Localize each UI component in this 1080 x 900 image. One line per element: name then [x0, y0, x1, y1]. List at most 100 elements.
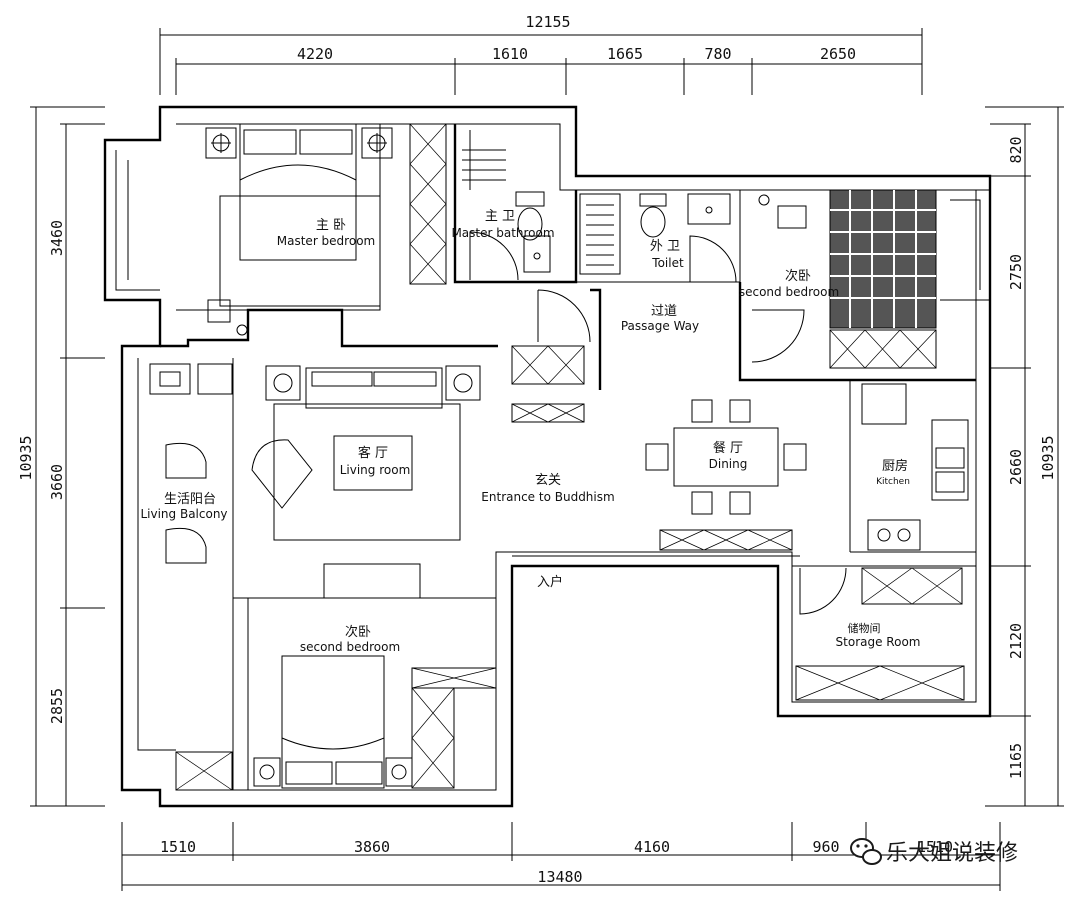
bottom-dim-4: 960	[812, 838, 839, 856]
passage-en: Passage Way	[621, 319, 699, 333]
nightstand-lamp-2	[361, 127, 393, 159]
door-toilet-swing	[689, 235, 737, 283]
cabinet-passage-1	[511, 345, 585, 385]
master-bed	[219, 123, 381, 307]
wardrobe-second-sw	[411, 667, 497, 789]
door-master-bath-swing	[469, 231, 519, 281]
side-table-1	[265, 365, 301, 401]
cabinet-passage-2	[511, 403, 585, 423]
room-labels: 主 卧 Master bedroom 主 卫 Master bathroom 外…	[140, 209, 920, 654]
partition-balcony	[137, 358, 234, 790]
right-total-dim: 10935	[1039, 435, 1057, 480]
right-dim-4: 2120	[1007, 623, 1025, 659]
right-dim-2: 2750	[1007, 254, 1025, 290]
balcony-en: Living Balcony	[140, 507, 227, 521]
toilet-wc	[639, 193, 667, 238]
kitchen-cn: 厨房	[882, 458, 908, 474]
cabinet-storage-top	[861, 567, 963, 605]
balcony-cn: 生活阳台	[164, 492, 216, 507]
nightstand-sw-1	[253, 757, 281, 787]
wardrobe-second-ne	[829, 329, 937, 369]
master-bedroom-en: Master bedroom	[277, 234, 375, 248]
nightstand-sw-2	[385, 757, 413, 787]
bottom-total-dim: 13480	[537, 868, 582, 886]
door-storage-swing	[799, 567, 847, 615]
dining-en: Dining	[709, 457, 748, 471]
dimension-labels: 12155 4220 1610 1665 780 2650 10935 3460…	[17, 13, 1057, 886]
entrance-cn: 玄关	[535, 473, 561, 488]
second-bedroom-sw-en: second bedroom	[300, 640, 400, 654]
second-bedroom-sw-cn: 次卧	[345, 624, 371, 640]
bottom-dim-3: 4160	[634, 838, 670, 856]
cabinet-dining-south	[659, 529, 793, 551]
tv-cabinet	[323, 563, 421, 599]
top-dim-3: 1665	[607, 45, 643, 63]
ne-desk-chair	[758, 194, 807, 229]
living-rug	[273, 403, 461, 541]
entry-cn: 入户	[537, 574, 563, 590]
coffee-table	[333, 435, 413, 491]
bottom-dim-2: 3860	[354, 838, 390, 856]
master-toilet	[515, 191, 545, 241]
balcony-east-rail	[940, 189, 991, 301]
toilet-en: Toilet	[651, 256, 684, 270]
left-dim-2: 3660	[48, 464, 66, 500]
master-sink	[523, 235, 551, 273]
partition-kitchen	[849, 380, 976, 553]
watermark: 乐大姐说装修	[850, 838, 1018, 866]
right-dim-5: 1165	[1007, 743, 1025, 779]
storage-en: Storage Room	[836, 635, 921, 649]
living-room-en: Living room	[340, 463, 411, 477]
cabinet-balcony	[175, 751, 233, 791]
master-bathroom-cn: 主 卫	[485, 209, 515, 224]
dining-table	[645, 399, 807, 515]
top-dim-1: 4220	[297, 45, 333, 63]
nightstand-lamp-1	[205, 127, 237, 159]
second-bed-ne	[829, 189, 937, 329]
top-dim-2: 1610	[492, 45, 528, 63]
toilet-shower	[579, 193, 621, 275]
partition-bath	[453, 124, 578, 284]
furniture	[149, 123, 969, 789]
cabinets	[175, 123, 965, 791]
second-bedroom-ne-cn: 次卧	[785, 268, 811, 284]
kitchen-counter	[861, 383, 969, 551]
partition-storage	[791, 565, 976, 610]
wechat-icon	[850, 838, 882, 865]
left-dim-1: 3460	[48, 220, 66, 256]
side-table-2	[445, 365, 481, 401]
left-dim-3: 2855	[48, 688, 66, 724]
door-passage-swing	[537, 289, 591, 343]
balcony-chairs	[165, 442, 207, 564]
second-bed-sw	[281, 655, 385, 789]
entrance-en: Entrance to Buddhism	[481, 490, 614, 504]
bottom-dim-5: 1510	[917, 838, 953, 856]
right-dim-3: 2660	[1007, 449, 1025, 485]
storage-cn: 储物间	[848, 621, 881, 635]
second-bedroom-ne-en: second bedroom	[739, 285, 839, 299]
partition-master-inner	[176, 124, 381, 311]
master-bathroom-en: Master bathroom	[451, 226, 554, 240]
master-bedroom-cn: 主 卧	[316, 218, 346, 233]
partition-passage	[590, 282, 976, 390]
cabinet-storage-bottom	[795, 665, 965, 701]
toilet-sink	[687, 193, 731, 225]
wardrobe-master	[409, 123, 447, 285]
sofa	[305, 367, 443, 409]
kitchen-en: Kitchen	[876, 477, 910, 487]
dining-cn: 餐 厅	[713, 440, 743, 456]
left-total-dim: 10935	[17, 435, 35, 480]
master-desk-lamp	[236, 324, 248, 336]
toilet-cn: 外 卫	[650, 239, 680, 254]
bottom-dim-1: 1510	[160, 838, 196, 856]
door-ne-bedroom-swing	[751, 309, 805, 363]
balcony-north-rail	[115, 150, 160, 291]
armchair	[251, 439, 313, 509]
top-dim-5: 2650	[820, 45, 856, 63]
top-dim-4: 780	[704, 45, 731, 63]
right-dim-1: 820	[1007, 136, 1025, 163]
master-shower	[462, 130, 506, 190]
partition-master	[160, 308, 498, 348]
master-desk-chair	[207, 299, 231, 323]
